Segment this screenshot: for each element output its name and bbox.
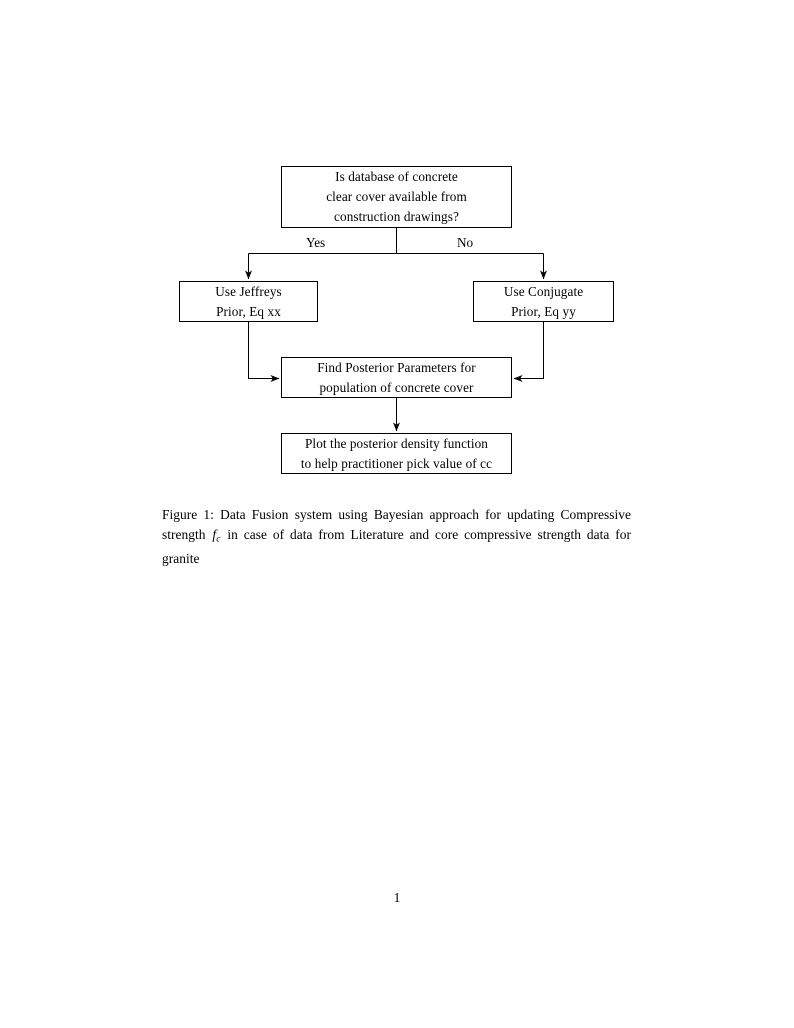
math-base-f: f bbox=[212, 526, 217, 542]
node-posterior-line-2: population of concrete cover bbox=[319, 379, 474, 395]
node-jeffreys-line-1: Use Jeffreys bbox=[215, 283, 282, 299]
node-conjugate-line-1: Use Conjugate bbox=[503, 283, 584, 299]
figure-caption-text-after: in case of data from Literature and core… bbox=[162, 526, 631, 566]
node-decision-line-2: clear cover available from bbox=[326, 189, 467, 204]
math-subscript-c: c bbox=[216, 533, 221, 545]
node-decision-database-available: Is database of concrete clear cover avai… bbox=[281, 166, 512, 228]
node-decision-line-3: construction drawings? bbox=[334, 209, 459, 224]
page-number: 1 bbox=[393, 890, 401, 905]
node-plot-line-2: to help practitioner pick value of cc bbox=[300, 455, 493, 471]
edge-label-no: No bbox=[457, 235, 474, 250]
node-find-posterior-parameters: Find Posterior Parameters for population… bbox=[281, 357, 512, 398]
edge-label-yes: Yes bbox=[306, 235, 326, 250]
connector-conjugate-to-posterior bbox=[513, 322, 545, 382]
node-posterior-line-1: Find Posterior Parameters for bbox=[317, 359, 476, 375]
node-use-conjugate-prior: Use Conjugate Prior, Eq yy bbox=[473, 281, 614, 322]
figure-caption: Figure 1: Data Fusion system using Bayes… bbox=[162, 505, 631, 568]
figure-caption-text-before: Data Fusion system using Bayesian approa… bbox=[162, 507, 631, 542]
figure-1: Is database of concrete clear cover avai… bbox=[0, 0, 794, 490]
node-plot-line-1: Plot the posterior density function bbox=[305, 435, 488, 451]
node-decision-line-1: Is database of concrete bbox=[335, 169, 458, 184]
node-plot-posterior-density: Plot the posterior density function to h… bbox=[281, 433, 512, 474]
node-jeffreys-line-2: Prior, Eq xx bbox=[216, 303, 281, 319]
figure-caption-math-fc: fc bbox=[211, 526, 221, 545]
node-conjugate-line-2: Prior, Eq yy bbox=[511, 303, 576, 319]
node-use-jeffreys-prior: Use Jeffreys Prior, Eq xx bbox=[179, 281, 318, 322]
flowchart-connectors bbox=[245, 228, 547, 432]
figure-caption-label: Figure 1: bbox=[162, 507, 214, 523]
connector-jeffreys-to-posterior bbox=[247, 322, 280, 382]
